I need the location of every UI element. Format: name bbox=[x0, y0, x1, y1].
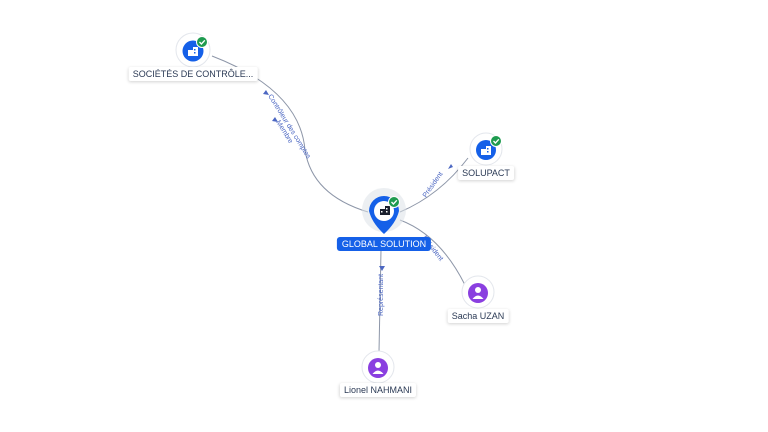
node-label-global-solution[interactable]: GLOBAL SOLUTION bbox=[336, 237, 432, 251]
node-label-solupact[interactable]: SOLUPACT bbox=[458, 166, 514, 180]
node-label-societes[interactable]: SOCIÉTÉS DE CONTRÔLE... bbox=[128, 67, 258, 81]
verified-icon bbox=[490, 135, 502, 147]
company-icon bbox=[380, 206, 390, 215]
node-label-sacha[interactable]: Sacha UZAN bbox=[447, 309, 509, 323]
edge-solupact bbox=[399, 157, 469, 213]
company-icon bbox=[481, 146, 491, 155]
verified-icon bbox=[388, 196, 400, 208]
edge-label-president-solupact: Président bbox=[422, 171, 445, 199]
node-sacha[interactable] bbox=[461, 275, 495, 309]
edge-arrow bbox=[272, 117, 278, 122]
edge-sacha bbox=[399, 219, 466, 286]
edge-label-representant: Représentant bbox=[378, 274, 385, 316]
node-lionel[interactable] bbox=[361, 350, 395, 384]
edge-arrow bbox=[263, 90, 269, 95]
edge-arrow bbox=[379, 266, 385, 271]
node-global-solution[interactable] bbox=[362, 188, 406, 234]
company-icon bbox=[188, 47, 198, 56]
person-icon bbox=[472, 287, 484, 299]
node-label-lionel[interactable]: Lionel NAHMANI bbox=[339, 383, 417, 397]
node-societes[interactable] bbox=[175, 32, 211, 68]
person-icon bbox=[372, 362, 384, 374]
edge-arrow bbox=[448, 164, 453, 169]
verified-icon bbox=[196, 36, 208, 48]
node-solupact[interactable] bbox=[469, 132, 503, 166]
edge-label-controleur: Contrôleur des comptes bbox=[266, 93, 312, 160]
